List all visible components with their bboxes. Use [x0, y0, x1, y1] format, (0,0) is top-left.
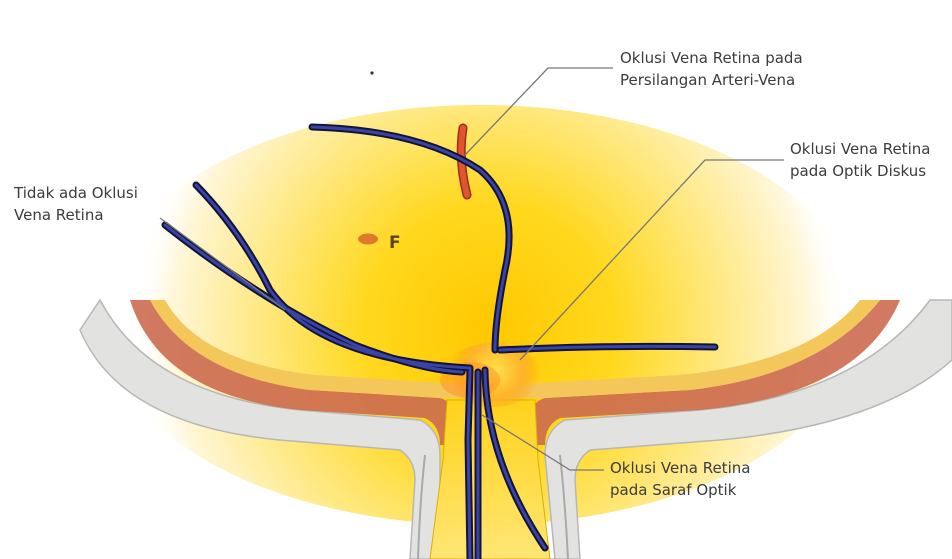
fovea-spot: [358, 234, 378, 245]
label-av-crossing-line1: Oklusi Vena Retina pada: [620, 47, 803, 69]
label-no-occlusion-line1: Tidak ada Oklusi: [14, 182, 138, 204]
label-optic-nerve: Oklusi Vena Retina pada Saraf Optik: [610, 457, 750, 501]
speck: [370, 71, 373, 74]
label-no-occlusion-line2: Vena Retina: [14, 204, 138, 226]
fovea-label: F: [389, 233, 401, 253]
label-optic-disc-line2: pada Optik Diskus: [790, 160, 930, 182]
label-av-crossing: Oklusi Vena Retina pada Persilangan Arte…: [620, 47, 803, 91]
label-optic-disc-line1: Oklusi Vena Retina: [790, 138, 930, 160]
label-av-crossing-line2: Persilangan Arteri-Vena: [620, 69, 803, 91]
label-optic-disc: Oklusi Vena Retina pada Optik Diskus: [790, 138, 930, 182]
label-no-occlusion: Tidak ada Oklusi Vena Retina: [14, 182, 138, 226]
label-optic-nerve-line2: pada Saraf Optik: [610, 479, 750, 501]
label-optic-nerve-line1: Oklusi Vena Retina: [610, 457, 750, 479]
